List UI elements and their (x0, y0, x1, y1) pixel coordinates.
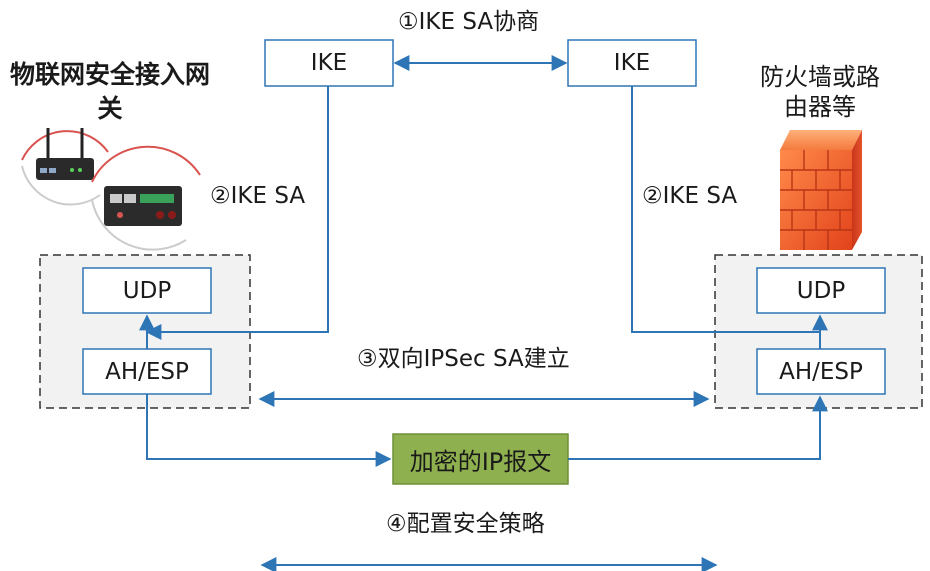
ike-left-label: IKE (310, 50, 348, 76)
ike-sa-right-connector (631, 86, 820, 333)
ahesp-right-label: AH/ESP (779, 358, 863, 385)
encrypted-packet-box (392, 433, 569, 485)
step1-label: ①IKE SA协商 (398, 9, 540, 35)
firewall-brick-icon (780, 130, 862, 250)
step2-right-label: ②IKE SA (642, 183, 738, 209)
ahesp-left-label: AH/ESP (105, 358, 189, 385)
router-image (21, 128, 109, 206)
ahesp-right-box (756, 348, 886, 395)
ike-sa-left-connector (145, 86, 329, 340)
udp-right-label: UDP (796, 277, 846, 304)
right-device-title: 防火墙或路由器等 (760, 63, 880, 121)
step2-left-label: ②IKE SA (210, 183, 306, 209)
packet-path-right (568, 395, 828, 460)
ike-right-label: IKE (613, 50, 651, 76)
encrypted-packet-label: 加密的IP报文 (409, 447, 552, 476)
ike-left-box (264, 39, 394, 87)
gateway-image (91, 145, 201, 251)
left-device-title: 物联网安全接入网关 (10, 60, 211, 123)
udp-left-box (82, 267, 212, 314)
udp-left-label: UDP (122, 277, 172, 304)
packet-path-left (146, 394, 392, 467)
step3-label: ③双向IPSec SA建立 (357, 346, 570, 372)
udp-right-box (756, 267, 886, 314)
ike-right-box (567, 39, 697, 87)
step4-label: ④配置安全策略 (386, 511, 545, 537)
